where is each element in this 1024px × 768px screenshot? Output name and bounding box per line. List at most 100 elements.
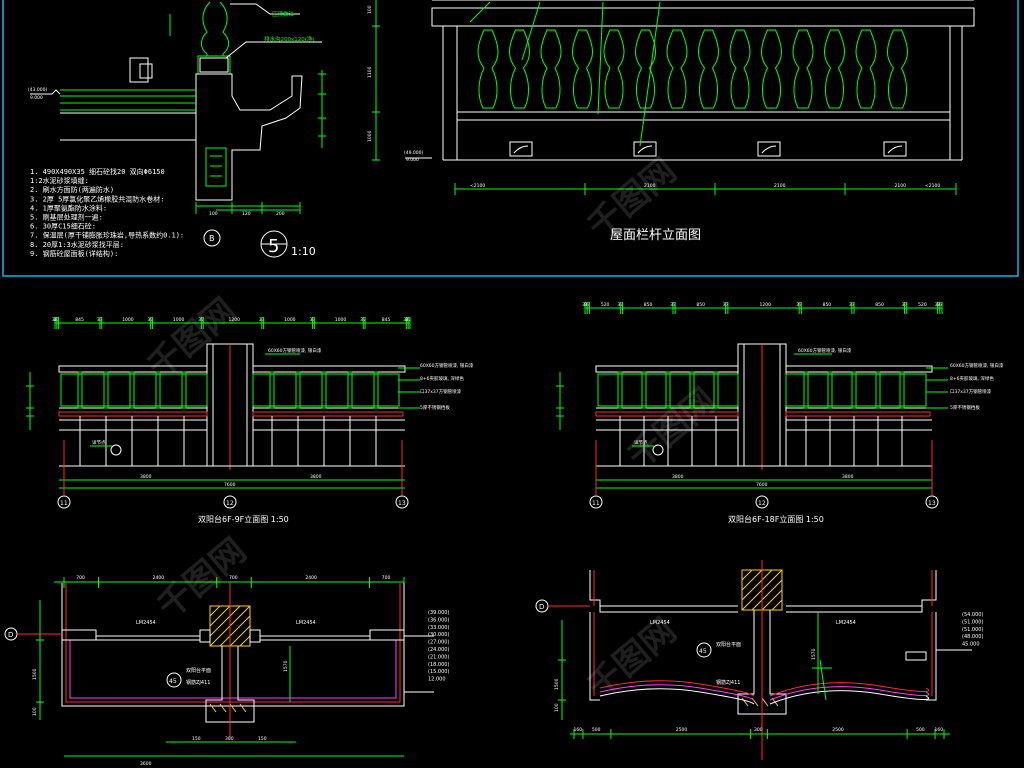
railing-post [617, 371, 623, 409]
railing-post [77, 371, 83, 409]
elev-dim-top: 1000 [173, 317, 185, 323]
detail-gutter-label: 排水沟200x120(净) [264, 35, 315, 43]
bl-axis-1: 11 [60, 500, 68, 507]
pl-ref: 钢筋ZJ411 [186, 679, 210, 686]
railing-side-dim-2: 1100 [367, 66, 373, 78]
elev-dim-top: 37 [309, 317, 315, 323]
pr-beam-1: LM2454 [650, 620, 670, 626]
elev-dim-top: 850 [823, 302, 832, 308]
baluster [509, 29, 530, 109]
note-line: 3. 2厚 5厚氯化聚乙烯橡胶共混防水卷材: [30, 194, 165, 203]
railing-post [665, 371, 671, 409]
baluster [635, 29, 656, 109]
bl-dim-bottom-1: 3800 [140, 474, 152, 480]
plan-dim-top: 2400 [153, 575, 165, 581]
br-note-3: 8+6夹胶玻璃, 深绿色 [950, 375, 994, 382]
railing-post [155, 371, 161, 409]
elev-dim-top: 37 [584, 302, 590, 308]
railing-post [851, 371, 857, 409]
pr-side-dim-2: 100 [554, 703, 560, 712]
pl-dim-bottom-1: 150 [192, 736, 201, 742]
baluster [824, 29, 845, 109]
railing-post [129, 371, 135, 409]
bl-note-5: 5厚不锈钢挡板 [420, 404, 450, 411]
construction-notes: 1. 490X490X35 细石砼找20 双向Φ6150 1:2水泥砂浆填缝:2… [30, 167, 184, 258]
pr-ref: 钢筋ZJ411 [716, 679, 740, 686]
elev-dim-top: 1200 [760, 302, 772, 308]
baluster [666, 29, 688, 109]
baluster [540, 29, 562, 109]
plan-dim-bottom: 160 [573, 727, 582, 733]
level-label: 12.000 [428, 677, 446, 683]
railing-post [803, 371, 809, 409]
level-label: (54.000) [962, 612, 983, 618]
pl-axis: D [8, 631, 13, 639]
plan-dim-bottom: 2500 [832, 727, 844, 733]
elev-dim-top: 845 [382, 317, 391, 323]
railing-post [689, 371, 695, 409]
br-dim-bottom-1: 3800 [672, 474, 684, 480]
elev-dim-top: 37 [403, 317, 409, 323]
pl-dim-bottom-4: 3600 [140, 761, 152, 767]
bl-axis-2: 12 [226, 500, 234, 507]
railing-post [181, 371, 187, 409]
note-line: 1:2水泥砂浆填缝: [30, 176, 89, 185]
baluster [729, 29, 751, 109]
elev-dim-top: 37 [617, 302, 623, 308]
plan-dim-bottom: 500 [592, 727, 601, 733]
pr-levels: (54.000)(51.000)(51.000)(48.000)45.000 [962, 612, 983, 648]
elev-dim-top: 850 [875, 302, 884, 308]
railing-dim-bottom: <2100 [925, 183, 940, 189]
railing-post [347, 371, 353, 409]
br-axis-1: 11 [592, 500, 600, 507]
elev-dim-top: 37 [902, 302, 908, 308]
scupper-opening [757, 141, 781, 157]
bl-note-3: 8+6夹胶玻璃, 深绿色 [420, 375, 464, 382]
railing-side-dim-1: 100 [367, 5, 373, 14]
elev-dim-top: 845 [75, 317, 84, 323]
elev-dim-top: 37 [97, 317, 103, 323]
note-line: 4. 1厚聚氨酯防水涂料: [30, 203, 107, 212]
railing-post [373, 371, 379, 409]
plan-dim-bottom: 2500 [676, 727, 688, 733]
note-line: 1. 490X490X35 细石砼找20 双向Φ6150 [30, 167, 165, 176]
pl-number: 45 [169, 678, 177, 685]
elev-dim-top: 37 [198, 317, 204, 323]
railing-post [269, 371, 275, 409]
pl-dim-mid: 1570 [283, 660, 289, 672]
pl-beam-1: LM2454 [136, 620, 156, 626]
level-label: 45.000 [962, 642, 980, 648]
br-note-2: 60X60方钢管喷漆, 银白漆 [950, 362, 1004, 369]
elev-dim-top: 37 [935, 302, 941, 308]
br-dim-bottom-total: 7600 [756, 482, 768, 488]
elev-dim-top: 37 [582, 302, 588, 308]
bl-axis-3: 13 [398, 500, 406, 507]
note-line: 7. 保温层(厚干铺膨胀珍珠岩,导热系数约0.1): [30, 231, 184, 240]
baluster [572, 29, 593, 109]
baluster [855, 29, 877, 109]
baluster [792, 29, 814, 109]
level-label: (36.000) [428, 617, 449, 623]
elev-dim-top: 1200 [229, 317, 241, 323]
elev-dim-top: 37 [360, 317, 366, 323]
note-line: 2. 刷水方面防(两遍防水) [30, 185, 114, 194]
detail-level-sub: 9.000 [30, 95, 43, 101]
baluster [477, 29, 499, 109]
detail-axis-b: B [209, 234, 215, 243]
balcony-plan-right [535, 560, 972, 760]
baluster [887, 29, 908, 109]
scupper-mark [637, 145, 653, 154]
note-line: 8. 20厚1:3水泥砂浆找平层: [30, 240, 124, 249]
baluster [761, 29, 782, 109]
plan-dim-top: 700 [76, 575, 85, 581]
detail-marker-scale: 1:10 [291, 245, 316, 258]
railing-elevation-title: 屋面栏杆立面图 [610, 228, 701, 243]
railing-level-sub: 9.000 [406, 157, 419, 163]
plan-dim-bottom: 300 [754, 727, 763, 733]
pr-beam-2: LM2454 [836, 620, 856, 626]
railing-post [713, 371, 719, 409]
level-label: (48.000) [962, 634, 983, 640]
railing-post [875, 371, 881, 409]
